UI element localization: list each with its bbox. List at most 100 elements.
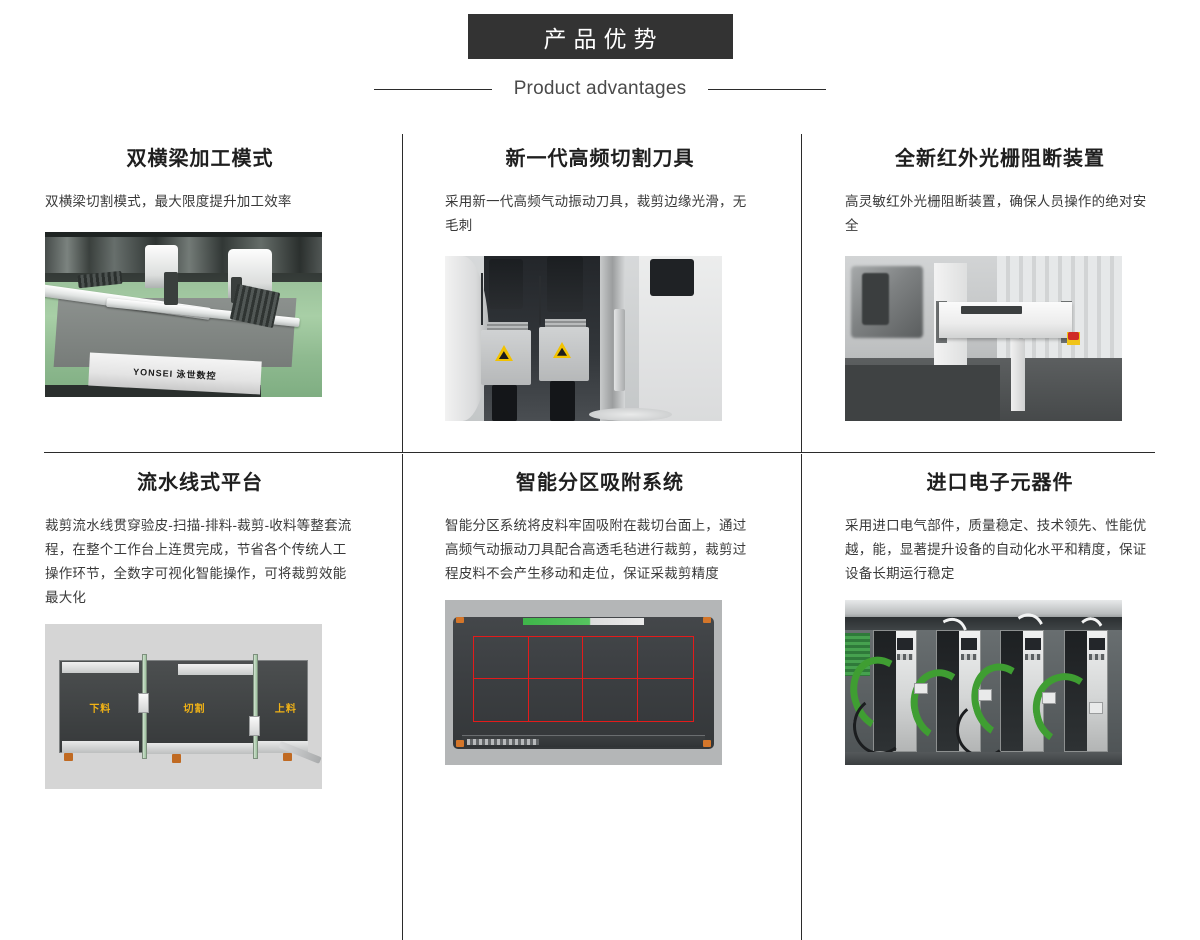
subtitle-row: Product advantages (0, 78, 1200, 100)
photo-connector-4 (1088, 702, 1103, 714)
vacuum-zone-cell (528, 637, 584, 680)
advantages-grid: 双横梁加工模式 双横梁切割模式，最大限度提升加工效率 YONSEI 泳世数控 (0, 124, 1200, 940)
advantage-card-5: 智能分区吸附系统 智能分区系统将皮料牢固吸附在裁切台面上，通过高频气动振动刀具配… (400, 442, 800, 789)
card-title-5: 智能分区吸附系统 (516, 472, 684, 494)
card-title-3: 全新红外光栅阻断装置 (895, 148, 1105, 170)
card-title-1: 双横梁加工模式 (126, 148, 274, 170)
diagram-rail-top-right (177, 663, 256, 676)
diagram-rail-bottom-left (61, 741, 140, 753)
advantage-card-2: 新一代高频切割刀具 采用新一代高频气动振动刀具，裁剪边缘光滑，无毛刺 (400, 124, 800, 442)
card-title-4: 流水线式平台 (137, 472, 263, 494)
diagram-corner-marker-br (702, 740, 711, 747)
diagram-carriage-1 (137, 693, 149, 714)
machine-brand-label: YONSEI 泳世数控 (133, 367, 218, 382)
diagram-foot-1 (64, 752, 73, 761)
vacuum-zone-cell (583, 679, 639, 722)
photo-servo-drive-2 (936, 629, 981, 752)
photo-connector-1 (914, 682, 929, 695)
vacuum-zone-cell (529, 679, 584, 722)
photo-tool-ring-2 (544, 318, 587, 327)
page-title: 产品优势 (543, 25, 664, 52)
diagram-bottom-frame (461, 735, 706, 747)
warning-triangle-icon-1 (494, 345, 513, 362)
diagram-foot-2 (172, 754, 181, 763)
photo-servo-motor (649, 259, 695, 296)
card-image-4: 下料 切割 上料 (45, 624, 322, 789)
photo-tool-column-2 (547, 256, 584, 313)
card-description-4: 裁剪流水线贯穿验皮-扫描-排料-裁剪-收料等整套流程，在整个工作台上连贯完成，节… (45, 518, 352, 605)
warning-triangle-icon-2 (553, 341, 572, 358)
emergency-stop-button-icon (1068, 331, 1079, 341)
subtitle-rule-right (708, 88, 827, 90)
photo-sensor-slot (961, 305, 1023, 314)
photo-shadow (845, 364, 1001, 421)
card-description-6: 采用进口电气部件，质量稳定、技术领先、性能优越，能，显著提升设备的自动化水平和精… (845, 518, 1147, 581)
vacuum-zone-cell (583, 637, 639, 680)
photo-guide-pin-2 (539, 275, 542, 326)
photo-terminal-block (845, 633, 870, 676)
vacuum-zone-cell (474, 679, 529, 722)
photo-connector-2 (977, 689, 992, 701)
grid-divider-vertical-2 (801, 134, 802, 452)
photo-blade-shaft-2 (550, 381, 576, 421)
photo-robot-arm-dark (861, 272, 890, 326)
diagram-top-conveyor-strip (522, 618, 645, 625)
diagram-corner-marker-tr (702, 616, 711, 624)
card-image-3 (845, 256, 1122, 421)
card-description-5: 智能分区系统将皮料牢固吸附在裁切台面上，通过高频气动振动刀具配合高透毛毡进行裁剪… (445, 518, 747, 581)
photo-machine-base (45, 385, 262, 397)
card-image-2 (445, 256, 722, 421)
photo-tool-ring-1 (486, 322, 529, 331)
vacuum-zone-cell (638, 679, 693, 721)
photo-blade-shaft-1 (492, 384, 517, 421)
card-title-6: 进口电子元器件 (926, 472, 1074, 494)
photo-support-post (1011, 338, 1026, 412)
diagram-corner-marker-bl (456, 740, 465, 747)
zone-label-unload: 下料 (89, 703, 112, 715)
diagram-carriage-2 (248, 716, 260, 737)
diagram-cutting-deck (453, 616, 714, 749)
photo-cabinet-bottom (845, 751, 1122, 765)
page-title-banner: 产品优势 (467, 14, 733, 59)
vacuum-zone-cell (638, 637, 694, 680)
card-image-5 (445, 600, 722, 765)
card-description-1: 双横梁切割模式，最大限度提升加工效率 (45, 194, 292, 209)
photo-back-machines (45, 236, 322, 274)
advantage-card-1: 双横梁加工模式 双横梁切割模式，最大限度提升加工效率 YONSEI 泳世数控 (0, 124, 400, 442)
diagram-control-strip (467, 738, 540, 746)
diagram-gantry-2 (252, 653, 258, 760)
grid-divider-vertical-1 (402, 134, 403, 452)
card-image-1: YONSEI 泳世数控 (45, 232, 322, 397)
advantage-card-6: 进口电子元器件 采用进口电气部件，质量稳定、技术领先、性能优越，能，显著提升设备… (800, 442, 1200, 789)
zone-label-cut: 切割 (183, 703, 206, 715)
advantage-card-4: 流水线式平台 裁剪流水线贯穿验皮-扫描-排料-裁剪-收料等整套流程，在整个工作台… (0, 442, 400, 789)
grid-divider-vertical-3 (402, 454, 403, 940)
zone-label-load: 上料 (274, 703, 297, 715)
photo-guide-pin-1 (481, 272, 483, 326)
photo-presser-plunger (613, 308, 626, 392)
vacuum-zone-grid (472, 636, 695, 723)
diagram-rail-top-left (61, 661, 140, 674)
card-image-6 (845, 600, 1122, 765)
advantage-card-3: 全新红外光栅阻断装置 高灵敏红外光栅阻断装置，确保人员操作的绝对安全 (800, 124, 1200, 442)
grid-divider-vertical-4 (801, 454, 802, 940)
card-title-2: 新一代高频切割刀具 (505, 148, 695, 170)
diagram-rail-bottom-center (144, 742, 256, 755)
vacuum-zone-cell (473, 637, 529, 680)
photo-tool-column-1 (489, 259, 523, 309)
card-description-3: 高灵敏红外光栅阻断装置，确保人员操作的绝对安全 (845, 194, 1147, 233)
photo-servo-drive-4 (1063, 629, 1109, 752)
page-header: 产品优势 Product advantages (0, 0, 1200, 100)
subtitle-rule-left (373, 88, 492, 90)
photo-cutting-head-1 (164, 271, 178, 305)
diagram-machine-body (58, 660, 309, 753)
photo-connector-3 (1041, 692, 1056, 704)
page-subtitle: Product advantages (513, 78, 687, 99)
grid-divider-horizontal (44, 452, 1155, 453)
card-description-2: 采用新一代高频气动振动刀具，裁剪边缘光滑，无毛刺 (445, 194, 747, 233)
photo-servo-drive-3 (1000, 629, 1045, 752)
photo-base-disc (589, 407, 673, 421)
photo-cabinet-shadow (845, 616, 1122, 630)
diagram-corner-marker-tl (456, 616, 465, 624)
diagram-foot-3 (283, 752, 292, 761)
